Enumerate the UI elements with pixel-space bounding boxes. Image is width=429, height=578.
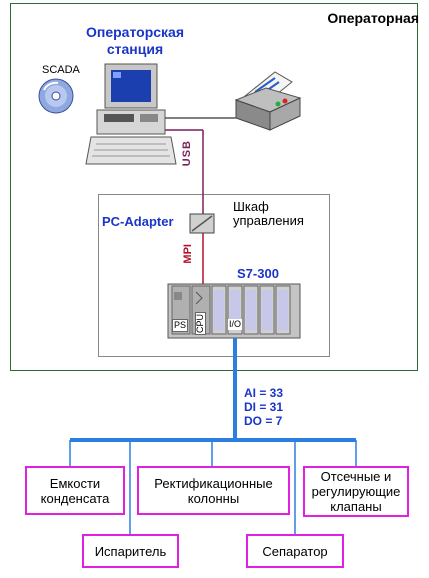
- mpi-label: MPI: [182, 244, 194, 264]
- operator-room-title: Операторная: [327, 10, 419, 26]
- do-count: DO = 7: [244, 414, 283, 428]
- operator-station-title: Операторская станция: [70, 24, 200, 58]
- valves-line1: Отсечные и: [320, 469, 392, 484]
- condensate-line1: Емкости: [49, 475, 101, 491]
- printer-icon: [234, 71, 302, 131]
- computer-icon: [85, 63, 177, 165]
- cpu-module-label: CPU: [195, 312, 206, 336]
- cabinet-label-line1: Шкаф: [233, 199, 269, 214]
- di-count: DI = 31: [244, 400, 284, 414]
- valves-line2: регулирующие: [311, 484, 401, 499]
- ps-module-label: PS: [172, 319, 189, 332]
- pc-adapter-icon: [189, 213, 215, 234]
- equipment-separator: Сепаратор: [246, 534, 344, 568]
- equipment-rectification-columns: Ректификационные колонны: [137, 466, 290, 515]
- cabinet-label-line2: управления: [233, 213, 304, 228]
- condensate-line2: конденсата: [40, 490, 110, 506]
- equipment-evaporator: Испаритель: [82, 534, 179, 568]
- control-cabinet-label: Шкаф управления: [233, 200, 304, 228]
- valves-line3: клапаны: [330, 499, 382, 514]
- evaporator-label: Испаритель: [94, 543, 167, 559]
- station-title-line1: Операторская: [86, 24, 184, 40]
- equipment-condensate-tanks: Емкости конденсата: [25, 466, 125, 515]
- ai-count: AI = 33: [244, 386, 284, 400]
- columns-line1: Ректификационные: [154, 475, 273, 491]
- operator-room-frame: [10, 3, 418, 371]
- io-module-label: I/O: [228, 319, 243, 330]
- columns-line2: колонны: [187, 490, 240, 506]
- pc-adapter-label: PC-Adapter: [102, 214, 174, 229]
- usb-label: USB: [181, 140, 193, 167]
- separator-label: Сепаратор: [262, 543, 328, 559]
- scada-label: SCADA: [42, 64, 80, 76]
- station-title-line2: станция: [106, 41, 164, 57]
- io-counts: AI = 33 DI = 31 DO = 7: [244, 386, 283, 428]
- equipment-valves: Отсечные и регулирующие клапаны: [303, 466, 409, 517]
- plc-model-label: S7-300: [237, 266, 279, 281]
- scada-disc-icon: [38, 78, 74, 114]
